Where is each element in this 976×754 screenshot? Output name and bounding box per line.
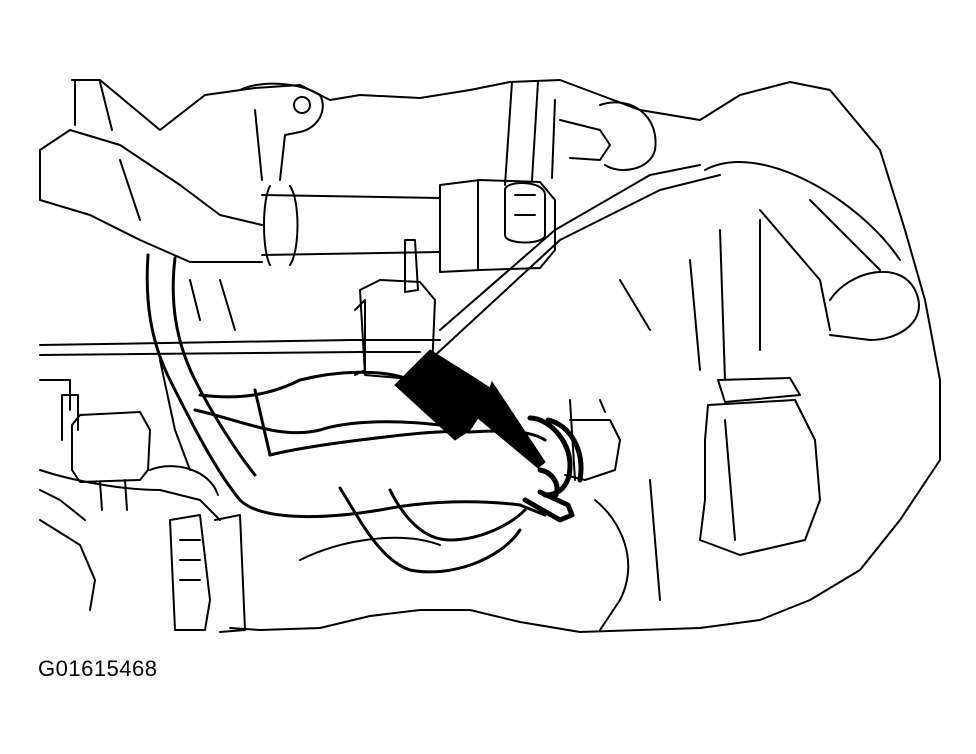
pointer-arrow: [394, 349, 546, 469]
vacuum-hose: [145, 253, 547, 574]
engine-background-linework: [39, 79, 941, 633]
figure-id-label: G01615468: [38, 656, 158, 681]
hose-clamp: [522, 415, 584, 523]
